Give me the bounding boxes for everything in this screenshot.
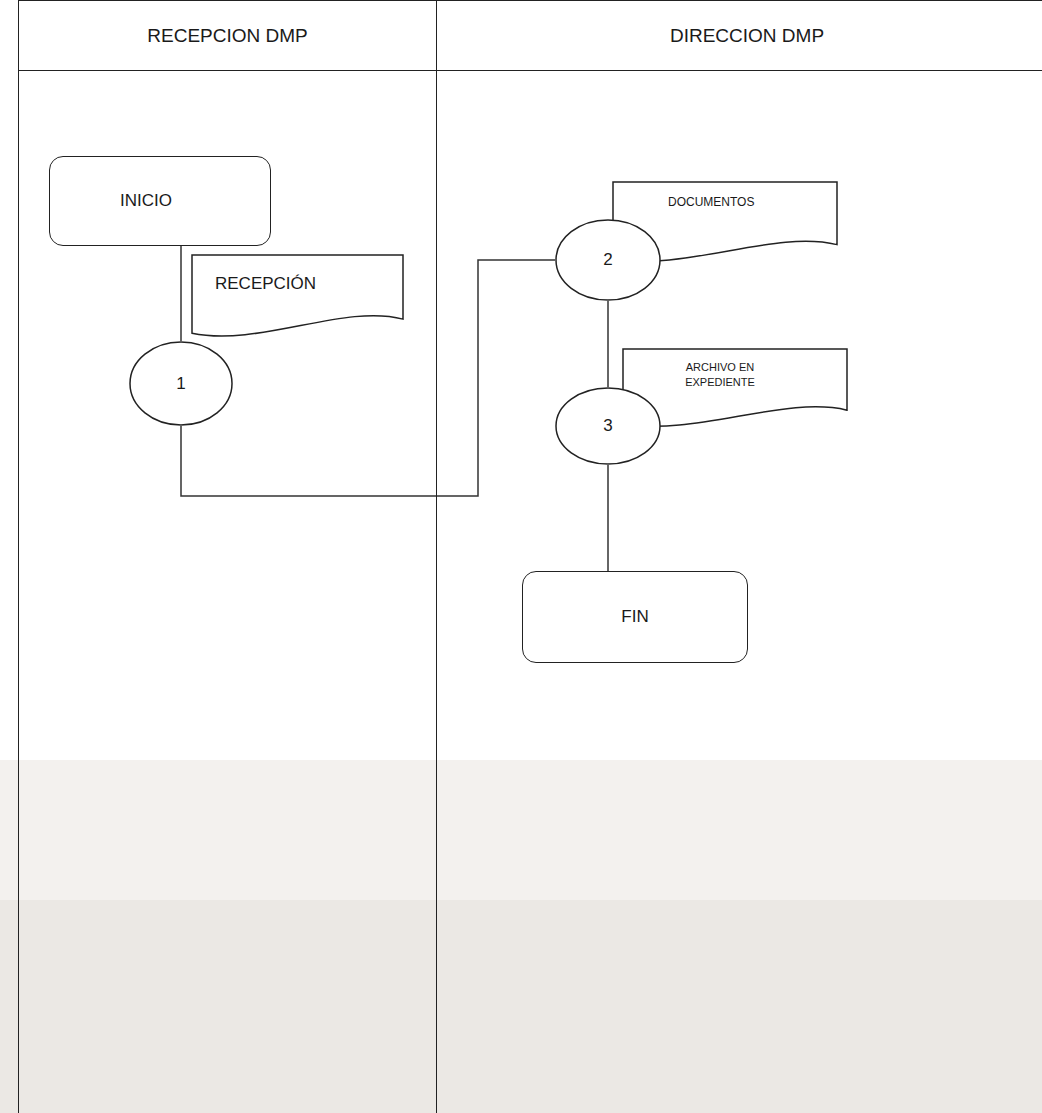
node-label: 1 (176, 374, 185, 394)
node-label: DIRECCION DMP (670, 25, 824, 47)
node-label: RECEPCION DMP (147, 25, 307, 47)
background-wash (0, 900, 1042, 1113)
process-circle: 3 (555, 387, 661, 465)
swimlane: RECEPCION DMP INICIO RECEPCIÓN 1 (18, 0, 437, 1113)
swimlane: DIRECCION DMP 2 DOCUMENTOS 3 ARCHIVO EN EXPE… (437, 0, 1042, 1113)
terminal-box: INICIO (49, 156, 271, 246)
shape-outline (623, 349, 847, 426)
shape-outline (556, 388, 660, 464)
node-label: 2 (603, 250, 612, 270)
shape-outline (130, 342, 232, 425)
node-label: FIN (621, 607, 648, 627)
document-outline (191, 254, 404, 342)
document-shape: RECEPCIÓN (191, 254, 404, 342)
shape-outline (556, 220, 660, 300)
background-wash (0, 760, 1042, 1113)
lane-header: DIRECCION DMP (437, 1, 1042, 71)
shape-outline (192, 255, 403, 336)
shape-outline (613, 182, 837, 261)
node-label: RECEPCIÓN (215, 274, 316, 294)
lane-header: RECEPCION DMP (19, 1, 436, 71)
terminal-box: FIN (522, 571, 748, 663)
node-label: 3 (603, 416, 612, 436)
flow-connector (607, 301, 609, 387)
node-label: ARCHIVO EN EXPEDIENTE (670, 360, 770, 390)
process-circle: 2 (555, 219, 661, 301)
flow-connector (607, 465, 609, 571)
node-label: DOCUMENTOS (668, 195, 754, 209)
flow-connector (180, 246, 182, 341)
process-circle: 1 (129, 341, 233, 426)
node-label: INICIO (120, 191, 172, 211)
